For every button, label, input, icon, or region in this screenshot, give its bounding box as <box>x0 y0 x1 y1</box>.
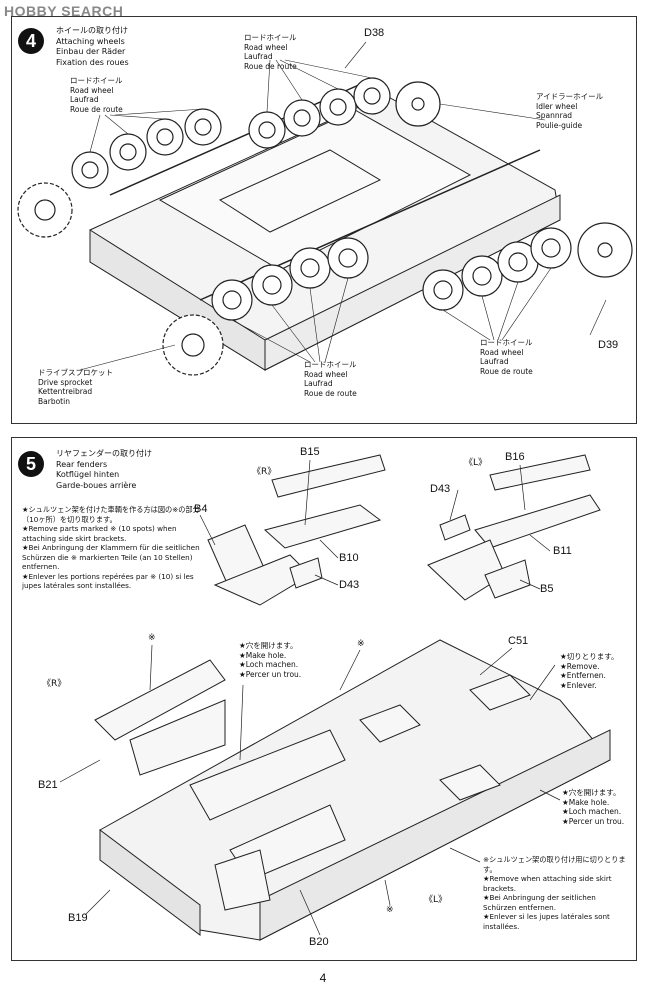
road-wheel-icon <box>146 118 184 156</box>
road-wheel-icon <box>461 255 503 297</box>
road-wheel-icon <box>283 99 321 137</box>
part-b11: B11 <box>553 545 572 557</box>
part-b16: B16 <box>505 451 525 463</box>
road-wheel-icon <box>251 264 293 306</box>
part-b10: B10 <box>339 552 359 564</box>
part-b19: B19 <box>68 912 88 924</box>
drive-sprocket-icon <box>17 182 73 238</box>
road-wheel-icon <box>530 227 572 269</box>
note-side-skirt-brackets: ★シュルツェン架を付けた車輌を作る方は図の※の部分（10ヶ所）を切り取ります。 … <box>22 505 200 590</box>
part-d43-b: D43 <box>430 483 451 495</box>
idler-wheel-icon <box>395 81 441 127</box>
part-c51: C51 <box>508 635 529 647</box>
road-wheel-icon <box>109 133 147 171</box>
callout-make-hole-top: ★穴を開けます。★Make hole.★Loch machen.★Percer … <box>239 641 302 679</box>
part-b15: B15 <box>300 446 320 458</box>
side-label-left-top: 《L》 <box>464 458 488 468</box>
asterisk-mark: ※ <box>386 905 394 915</box>
road-wheel-icon <box>248 111 286 149</box>
step-5-number: 5 <box>18 451 44 477</box>
part-b20: B20 <box>309 936 329 948</box>
part-d43-a: D43 <box>339 579 360 591</box>
asterisk-mark: ※ <box>357 639 365 649</box>
road-wheel-icon <box>327 237 369 279</box>
callout-remove: ★切りとります。★Remove.★Entfernen.★Enlever. <box>560 652 619 690</box>
idler-wheel-icon <box>577 222 633 278</box>
side-label-right-top: 《R》 <box>252 467 277 477</box>
part-d38: D38 <box>364 27 385 39</box>
road-wheel-icon <box>71 151 109 189</box>
part-b5: B5 <box>540 583 554 595</box>
step-4-number: 4 <box>18 28 44 54</box>
part-d39: D39 <box>598 339 619 351</box>
part-b21: B21 <box>38 779 58 791</box>
site-logo: HOBBY SEARCH <box>4 3 124 19</box>
road-wheel-icon <box>184 108 222 146</box>
side-label-right-bottom: 《R》 <box>42 679 67 689</box>
road-wheel-icon <box>422 269 464 311</box>
page-number: 4 <box>319 971 327 985</box>
asterisk-mark: ※ <box>148 633 156 643</box>
side-label-left-bottom: 《L》 <box>424 895 448 905</box>
callout-make-hole-right: ★穴を開けます。★Make hole.★Loch machen.★Percer … <box>562 788 625 826</box>
drive-sprocket-icon <box>162 314 224 376</box>
note-remove-skirt-brackets: ※シュルツェン架の取り付け用に切りとります。 ★Remove when atta… <box>483 855 626 931</box>
part-b4: B4 <box>194 503 208 515</box>
